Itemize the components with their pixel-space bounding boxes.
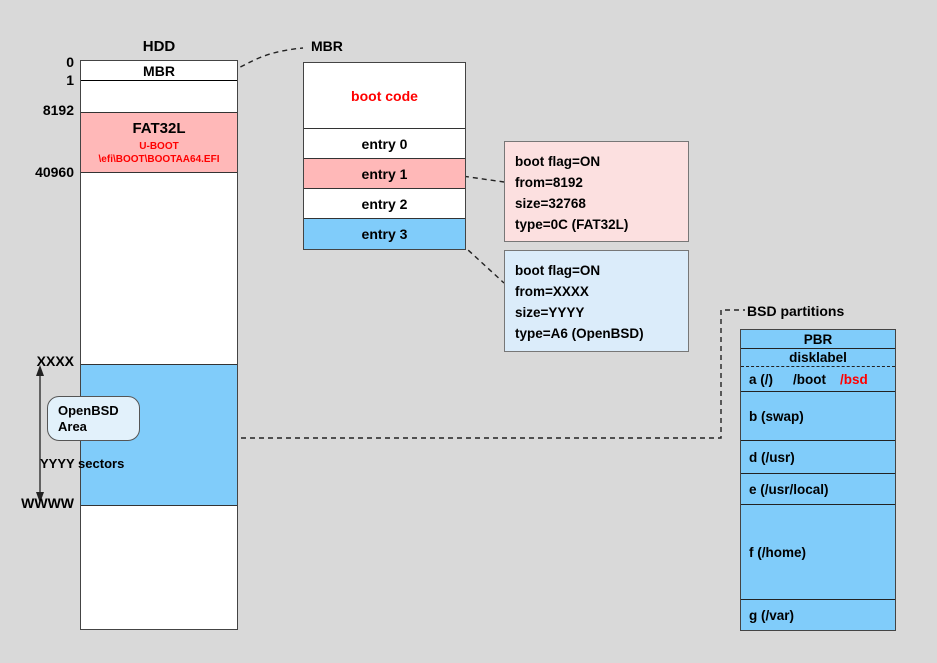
callout-openbsd-entry: boot flag=ON from=XXXX size=YYYY type=A6…	[504, 250, 689, 352]
callout-fat32-bootflag: boot flag=ON	[515, 154, 601, 169]
callout-fat32-entry: boot flag=ON from=8192 size=32768 type=0…	[504, 141, 689, 242]
callout-openbsd-size: size=YYYY	[515, 305, 585, 320]
mbr-row-entry-3-label: entry 3	[361, 226, 408, 242]
bsd-partition-a-bsd: /bsd	[840, 371, 868, 387]
bsd-row-partition-g-label: g (/var)	[749, 607, 795, 623]
hdd-title: HDD	[142, 38, 176, 55]
callout-fat32-from: from=8192	[515, 175, 583, 190]
openbsd-area-callout[interactable]: OpenBSD Area	[47, 396, 140, 441]
mbr-row-entry-0[interactable]: entry 0	[304, 129, 465, 159]
mbr-detail-table: boot code entry 0 entry 1 entry 2 entry …	[303, 62, 466, 250]
hdd-bar[interactable]: MBR FAT32L U-BOOT \efi\BOOT\BOOTAA64.EFI	[80, 60, 238, 630]
mbr-row-bootcode-label: boot code	[351, 87, 418, 104]
hdd-tick-40960: 40960	[35, 164, 74, 180]
bsd-row-partition-f[interactable]: f (/home)	[741, 505, 895, 600]
bsd-row-partition-g[interactable]: g (/var)	[741, 600, 895, 630]
hdd-segment-fat32[interactable]: FAT32L U-BOOT \efi\BOOT\BOOTAA64.EFI	[81, 112, 237, 173]
bsd-row-partition-f-label: f (/home)	[749, 544, 806, 560]
bsd-row-disklabel[interactable]: disklabel	[741, 349, 895, 367]
hdd-tick-xxxx: XXXX	[36, 353, 74, 369]
bsd-row-partition-d[interactable]: d (/usr)	[741, 441, 895, 474]
bsd-partition-a-boot: /boot	[793, 371, 827, 387]
bsd-partitions-panel: PBR disklabel a (/) /boot /bsd b (swap) …	[740, 329, 896, 631]
mbr-row-entry-1[interactable]: entry 1	[304, 159, 465, 189]
callout-openbsd-from: from=XXXX	[515, 284, 589, 299]
hdd-segment-mbr[interactable]: MBR	[81, 61, 237, 81]
mbr-row-entry-2[interactable]: entry 2	[304, 189, 465, 219]
hdd-tick-0: 0	[66, 54, 74, 70]
yyyy-sectors-label: YYYY sectors	[40, 456, 125, 471]
bsd-row-pbr-label: PBR	[803, 331, 833, 347]
mbr-row-entry-0-label: entry 0	[361, 135, 408, 152]
bsd-partition-a-name: a (/)	[749, 371, 774, 387]
bsd-partitions-title: BSD partitions	[747, 303, 845, 319]
hdd-segment-fat32-title: FAT32L	[132, 119, 186, 137]
hdd-tick-1: 1	[66, 72, 74, 88]
openbsd-area-line2: Area	[58, 418, 87, 434]
callout-openbsd-bootflag: boot flag=ON	[515, 263, 601, 278]
bsd-row-partition-a[interactable]: a (/) /boot /bsd	[741, 367, 895, 392]
bsd-row-disklabel-label: disklabel	[789, 350, 847, 365]
callout-openbsd-type: type=A6 (OpenBSD)	[515, 326, 644, 341]
mbr-row-entry-1-label: entry 1	[361, 165, 408, 182]
hdd-tick-wwww: WWWW	[21, 495, 74, 511]
mbr-row-bootcode[interactable]: boot code	[304, 63, 465, 129]
bsd-row-partition-d-label: d (/usr)	[749, 449, 795, 465]
hdd-segment-fat32-path: \efi\BOOT\BOOTAA64.EFI	[98, 153, 220, 165]
mbr-detail-title: MBR	[311, 38, 343, 54]
mbr-row-entry-2-label: entry 2	[361, 195, 408, 212]
callout-fat32-type: type=0C (FAT32L)	[515, 217, 629, 232]
bsd-row-partition-b[interactable]: b (swap)	[741, 392, 895, 441]
hdd-segment-mbr-label: MBR	[143, 62, 175, 79]
openbsd-area-line1: OpenBSD	[58, 402, 119, 418]
bsd-row-partition-e[interactable]: e (/usr/local)	[741, 474, 895, 505]
bsd-row-partition-e-label: e (/usr/local)	[749, 481, 829, 497]
hdd-segment-fat32-uboot: U-BOOT	[139, 140, 179, 152]
mbr-row-entry-3[interactable]: entry 3	[304, 219, 465, 249]
bsd-row-pbr[interactable]: PBR	[741, 330, 895, 349]
callout-fat32-size: size=32768	[515, 196, 586, 211]
hdd-tick-8192: 8192	[42, 102, 74, 118]
bsd-row-partition-b-label: b (swap)	[749, 408, 804, 424]
